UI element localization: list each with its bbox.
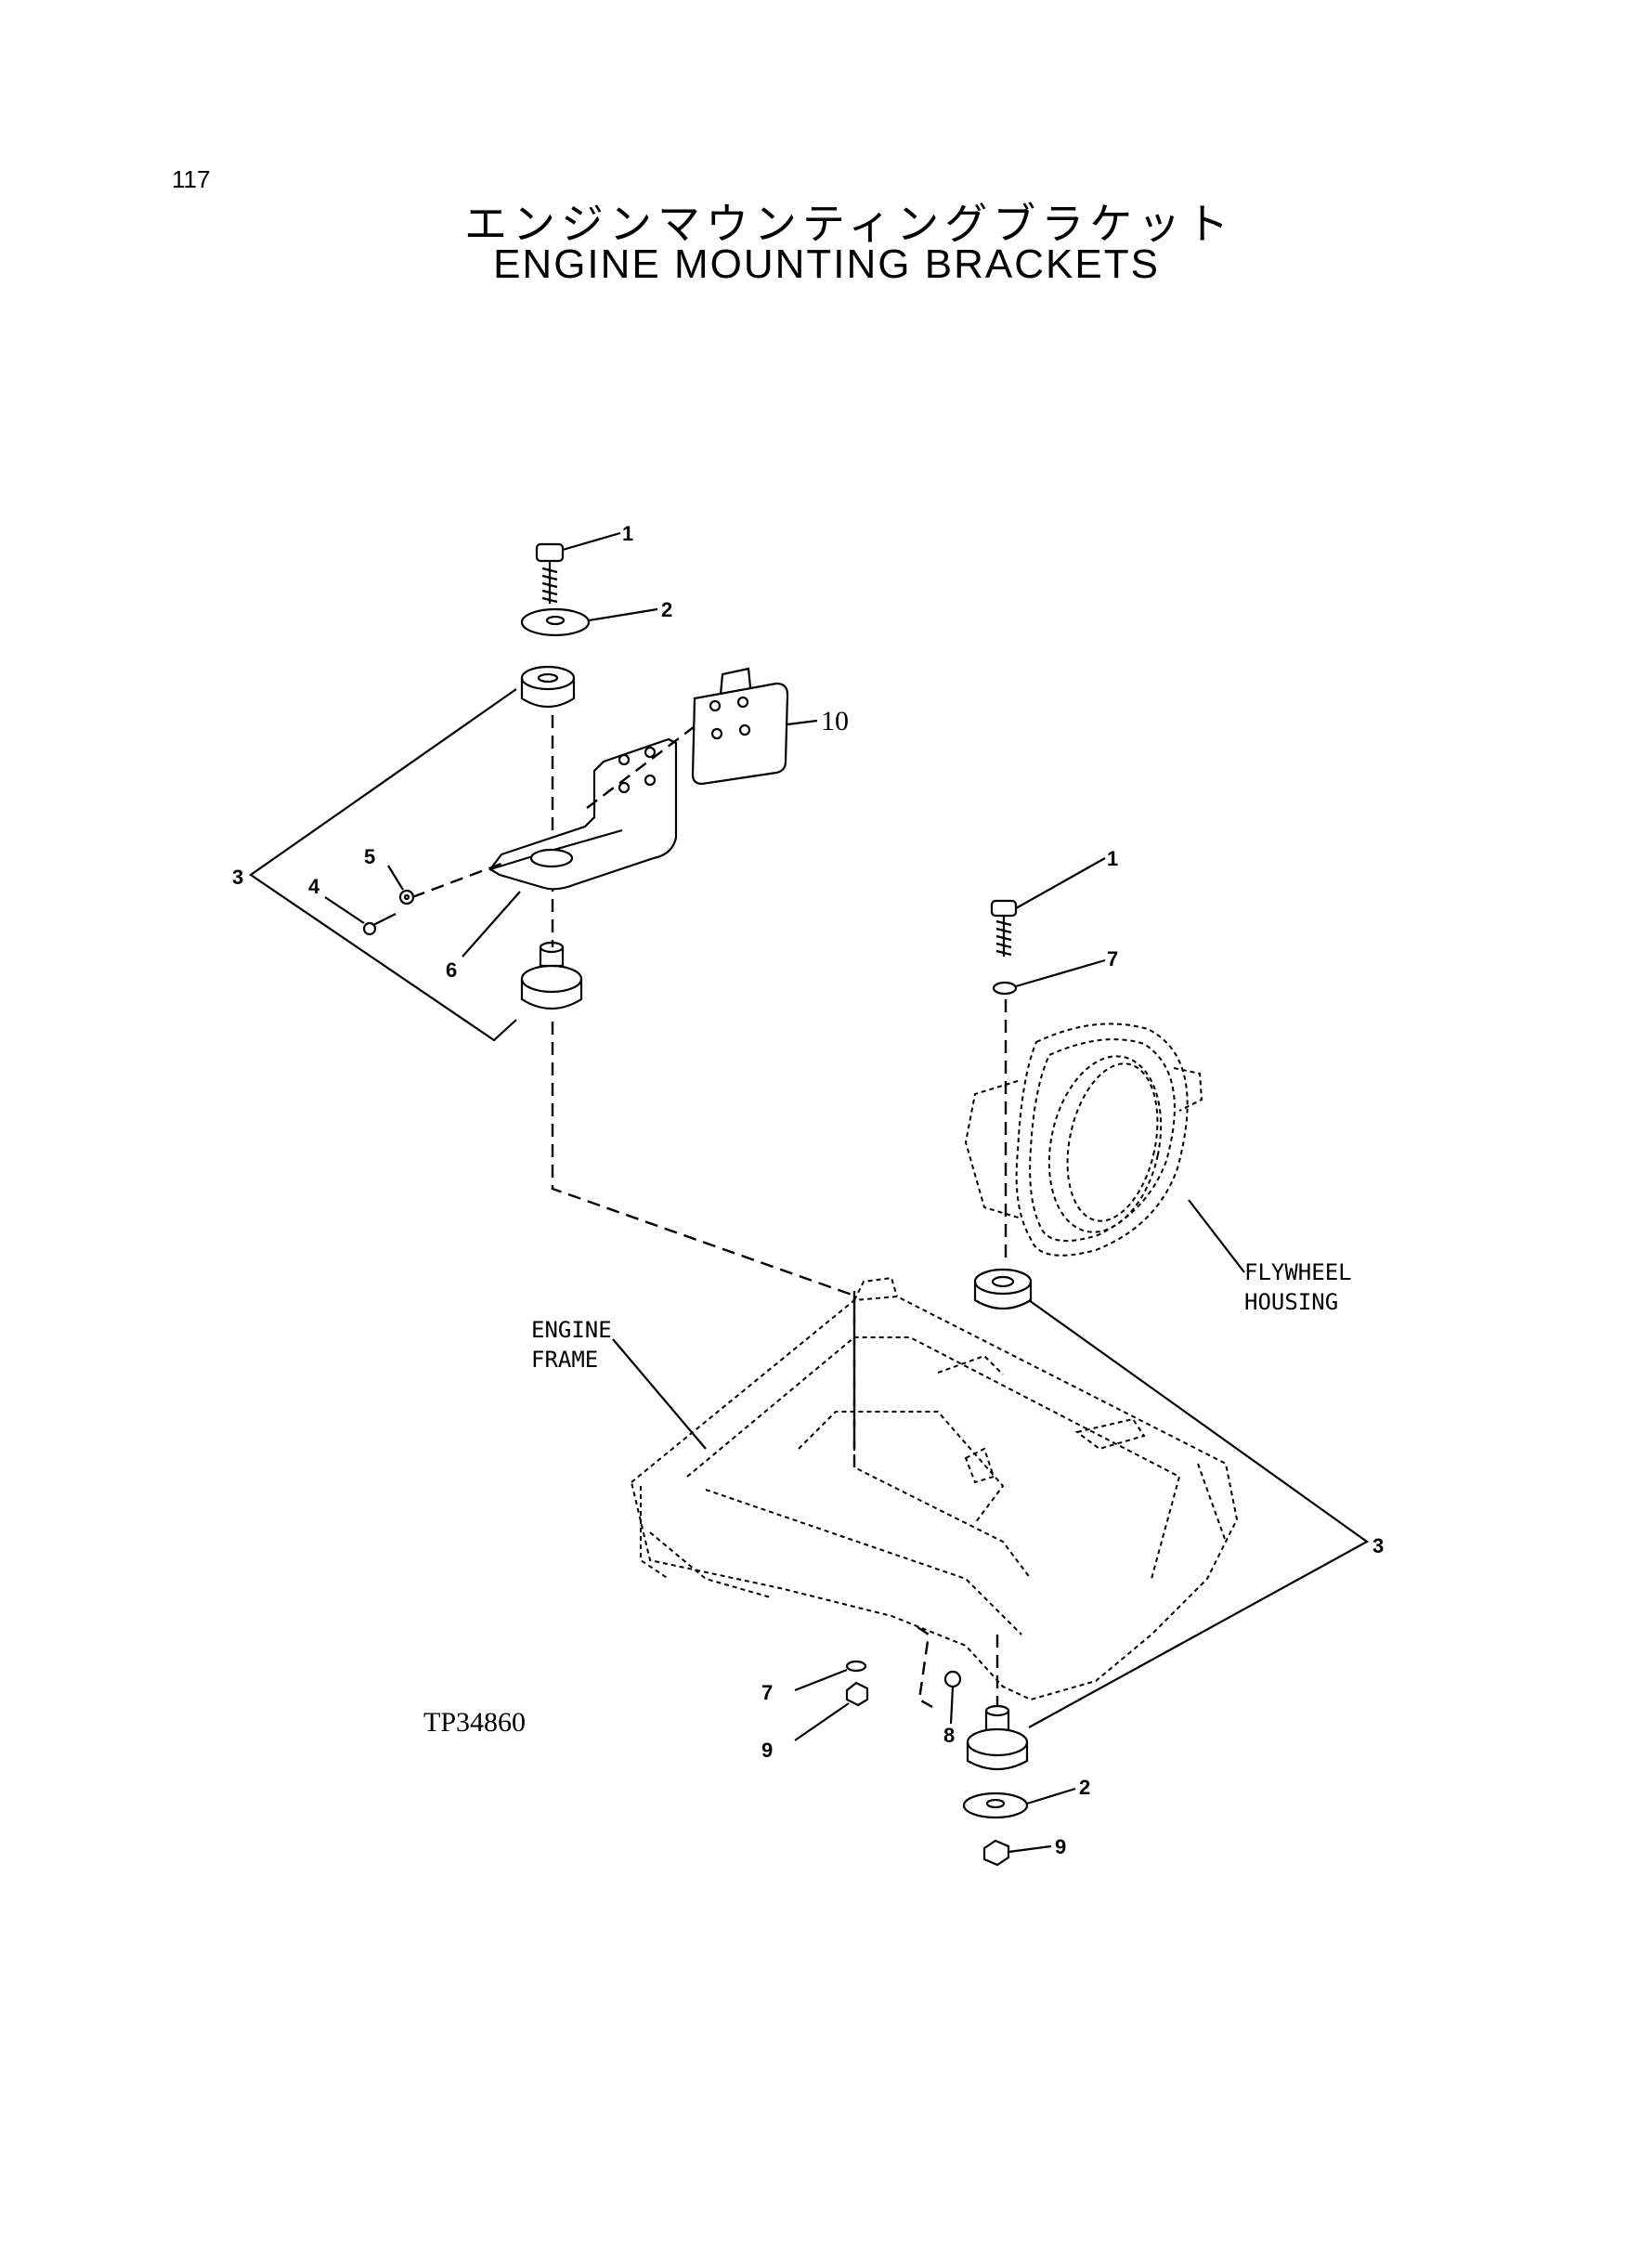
title-english: ENGINE MOUNTING BRACKETS [493,241,1160,287]
page-number: 117 [172,165,211,193]
callout-4: 4 [308,875,320,898]
flywheel-housing [964,1023,1245,1273]
engine-frame [612,1276,1239,1701]
callout-5: 5 [364,845,375,868]
callout-9-lower: 9 [1055,1835,1066,1858]
bolt-1-right [990,857,1106,957]
leader-bracket-to-plate [586,714,710,809]
mount-lower-left [520,941,583,1010]
callout-9-left: 9 [761,1739,773,1762]
bolt-4 [324,896,397,936]
callout-2-upper: 2 [661,598,672,621]
bracket-line-3-right [1028,1299,1370,1728]
callout-3-right: 3 [1372,1534,1384,1557]
callout-3-upper: 3 [232,866,243,889]
callout-7-lower: 7 [761,1681,773,1704]
callout-1-upper: 1 [622,522,633,545]
figure-id: TP34860 [423,1707,526,1738]
washer-5 [387,865,415,905]
bracket-line-3-upper [249,688,517,1042]
leader-bolt-8 [917,1626,933,1709]
label-engine-frame-line1: ENGINE [531,1317,612,1343]
bolt-1-upper [535,531,621,604]
washer-2-upper [520,607,658,637]
washer-2-lower [962,1787,1076,1819]
label-flywheel-line1: FLYWHEEL [1244,1259,1352,1285]
bracket-6 [462,737,678,958]
leader-washer-to-bracket [411,862,502,899]
nut-9-left [794,1681,869,1741]
mount-pad-upper [520,665,576,709]
bolt-8 [943,1670,962,1725]
mount-pad-right [973,1268,1033,1309]
callout-2-lower: 2 [1079,1776,1090,1799]
callout-8: 8 [943,1724,955,1747]
callout-6: 6 [446,958,457,982]
nut-9-lower [982,1839,1052,1867]
centerline-to-frame [551,1022,856,1449]
callout-7-right: 7 [1107,947,1118,971]
callout-1-right: 1 [1107,847,1118,870]
plate-10 [691,667,818,786]
mount-lower-right [966,1704,1029,1770]
label-engine-frame-line2: FRAME [531,1347,598,1373]
washer-7-right [992,958,1106,996]
title-japanese: エンジンマウンティングブラケット [464,199,1235,249]
label-flywheel-line2: HOUSING [1244,1289,1338,1315]
callout-10: 10 [821,706,849,736]
washer-7-lower [794,1660,867,1692]
